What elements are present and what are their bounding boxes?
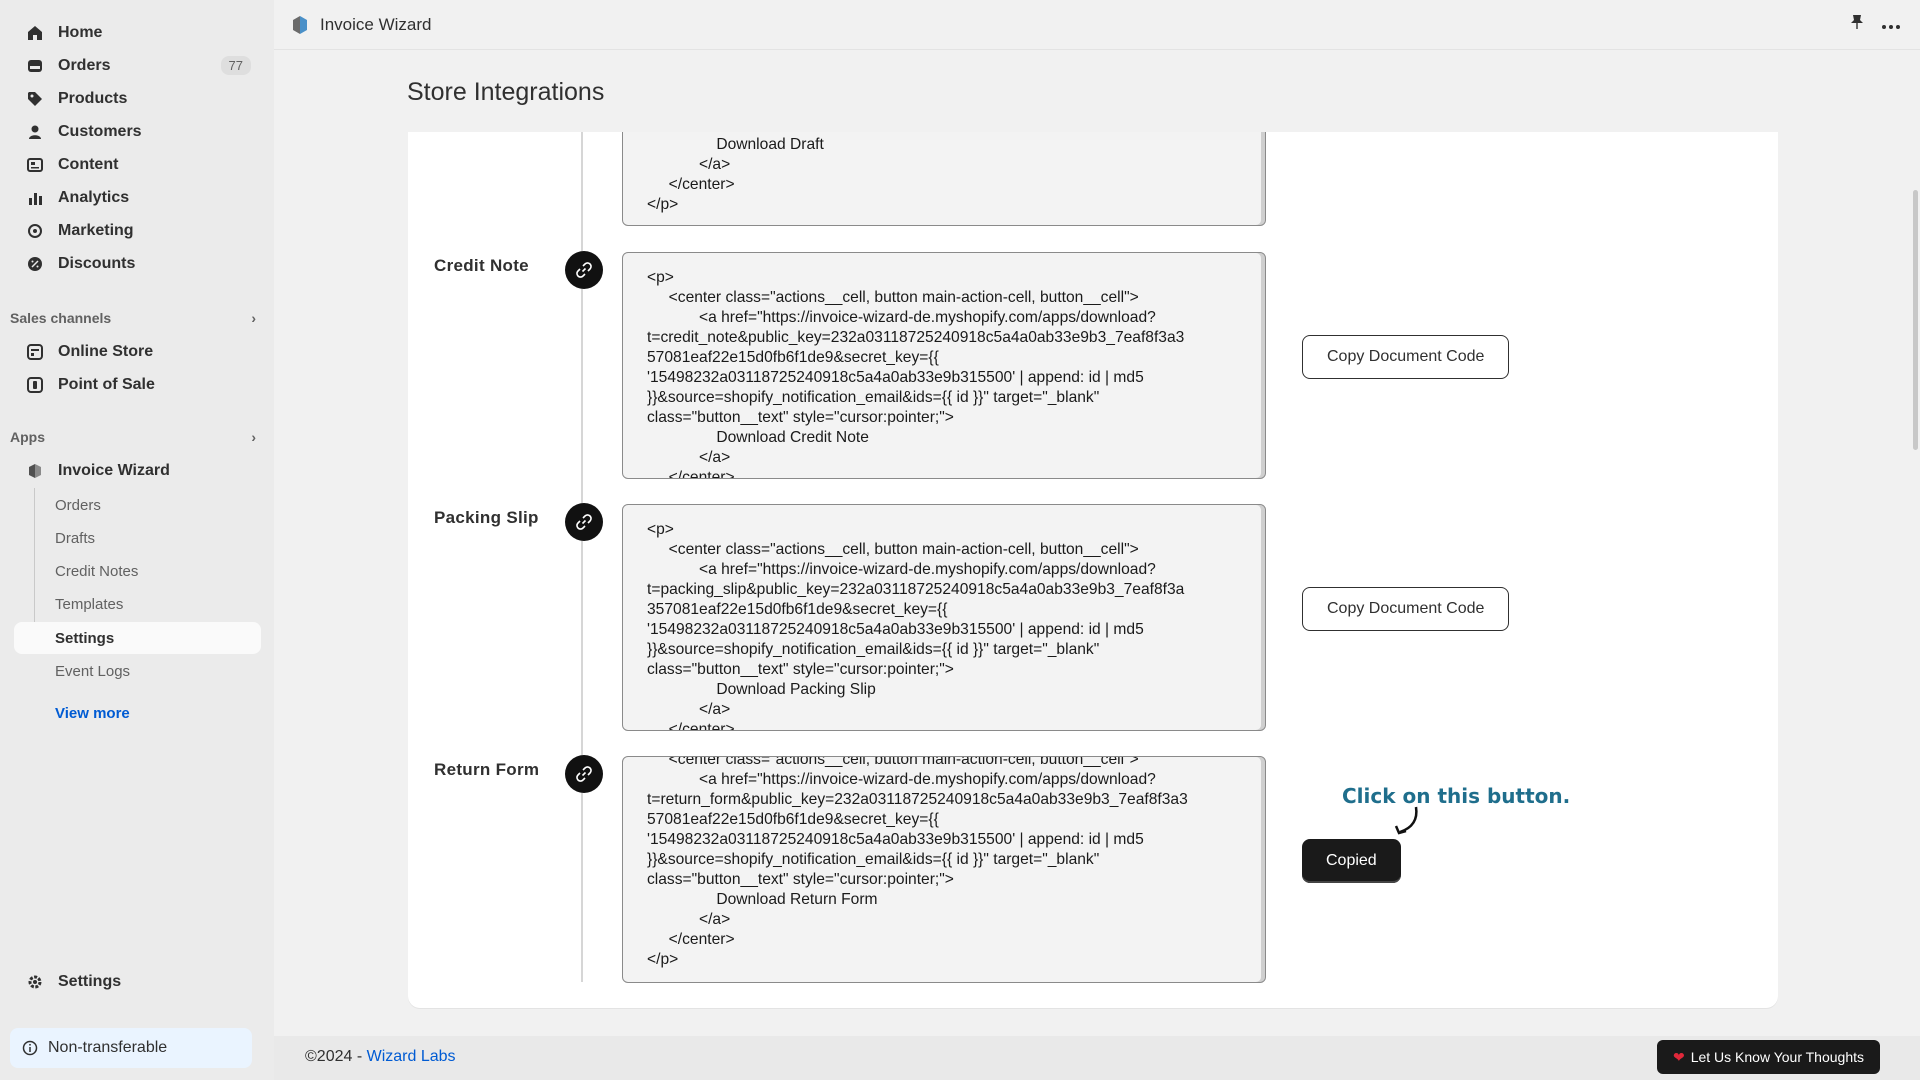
packing-slip-code-text: <p> <center class="actions__cell, button… — [647, 521, 1185, 731]
credit-note-code-box[interactable]: <p> <center class="actions__cell, button… — [622, 252, 1266, 479]
nav-item-content[interactable]: Content — [14, 149, 261, 181]
chevron-right-icon: › — [251, 429, 256, 445]
nav-item-discounts[interactable]: Discounts — [14, 248, 261, 280]
view-more-link[interactable]: View more — [55, 705, 130, 722]
sub-item-event-logs[interactable]: Event Logs — [55, 662, 131, 680]
nav-item-analytics[interactable]: Analytics — [14, 182, 261, 214]
orders-icon — [26, 57, 44, 75]
heart-icon: ❤ — [1672, 1048, 1685, 1065]
copy-packing-slip-code-button[interactable]: Copy Document Code — [1302, 587, 1510, 631]
return-form-label: Return Form — [434, 760, 540, 779]
link-icon[interactable] — [565, 251, 603, 289]
feedback-label: Let Us Know Your Thoughts — [1690, 1049, 1864, 1065]
copyright-prefix: ©2024 - — [305, 1048, 367, 1065]
timeline-line — [581, 132, 583, 982]
sidebar: Home Orders 77 Products Customers Conten… — [0, 0, 274, 1080]
section-title: Apps — [10, 429, 45, 445]
pos-icon — [26, 376, 44, 394]
chevron-right-icon: › — [251, 310, 256, 326]
nav-item-products[interactable]: Products — [14, 83, 261, 115]
integrations-card: Download Draft </a> </center> </p> Credi… — [408, 132, 1778, 1008]
credit-note-label: Credit Note — [434, 256, 529, 275]
packing-slip-code-box[interactable]: <p> <center class="actions__cell, button… — [622, 504, 1266, 731]
top-bar: Invoice Wizard — [274, 0, 1920, 50]
page-scrollbar[interactable] — [1913, 190, 1918, 450]
nav-item-marketing[interactable]: Marketing — [14, 215, 261, 247]
sub-item-credit-notes[interactable]: Credit Notes — [55, 562, 139, 580]
sub-item-orders[interactable]: Orders — [55, 496, 101, 514]
invoice-wizard-app-icon — [26, 462, 44, 480]
info-icon — [22, 1040, 38, 1056]
footer: ©2024 - Wizard Labs ❤ Let Us Know Your T… — [274, 1036, 1920, 1080]
nav-item-online-store[interactable]: Online Store — [14, 336, 261, 368]
invoice-wizard-logo-icon — [290, 15, 310, 35]
company-link[interactable]: Wizard Labs — [366, 1048, 456, 1065]
copy-credit-note-code-button[interactable]: Copy Document Code — [1302, 335, 1510, 379]
home-icon — [26, 24, 44, 42]
sub-item-settings[interactable]: Settings — [14, 622, 261, 654]
top-actions — [1850, 14, 1900, 35]
feedback-button[interactable]: ❤ Let Us Know Your Thoughts — [1656, 1040, 1880, 1074]
non-transferable-label: Non-transferable — [48, 1039, 168, 1056]
nav-item-label: Settings — [58, 973, 122, 990]
discount-icon — [26, 255, 44, 273]
nav-item-label: Orders — [58, 57, 111, 74]
draft-code-box[interactable]: Download Draft </a> </center> </p> — [622, 132, 1266, 226]
person-icon — [26, 123, 44, 141]
nav-item-label: Content — [58, 156, 119, 173]
nav-item-label: Online Store — [58, 343, 154, 360]
target-icon — [26, 222, 44, 240]
nav-item-invoice-wizard[interactable]: Invoice Wizard — [14, 455, 261, 487]
copied-return-form-button[interactable]: Copied — [1302, 839, 1401, 883]
curved-arrow-icon — [1394, 806, 1418, 835]
nav-item-orders[interactable]: Orders 77 — [14, 50, 261, 82]
nav-item-label: Point of Sale — [58, 376, 155, 393]
section-title: Sales channels — [10, 310, 112, 326]
nav-item-settings[interactable]: Settings — [14, 966, 261, 998]
packing-slip-label: Packing Slip — [434, 508, 539, 527]
orders-count-badge: 77 — [220, 56, 251, 75]
nav-item-label: Home — [58, 24, 103, 41]
return-form-code-box[interactable]: <center class="actions__cell, button mai… — [622, 756, 1266, 983]
more-options-icon[interactable] — [1882, 16, 1900, 34]
link-icon[interactable] — [565, 503, 603, 541]
nav-item-label: Analytics — [58, 189, 130, 206]
apps-header[interactable]: Apps › — [10, 429, 256, 445]
non-transferable-banner[interactable]: Non-transferable — [10, 1028, 252, 1068]
nav-item-label: Discounts — [58, 255, 136, 272]
content-icon — [26, 156, 44, 174]
click-hint-annotation: Click on this button. — [1342, 784, 1571, 808]
pin-icon[interactable] — [1850, 14, 1864, 35]
tag-icon — [26, 90, 44, 108]
nav-item-home[interactable]: Home — [14, 17, 261, 49]
nav-item-label: Marketing — [58, 222, 134, 239]
nav-item-label: Invoice Wizard — [58, 462, 170, 479]
sub-item-templates[interactable]: Templates — [55, 595, 124, 613]
tree-line — [34, 488, 35, 640]
store-icon — [26, 343, 44, 361]
bar-chart-icon — [26, 189, 44, 207]
sales-channels-header[interactable]: Sales channels › — [10, 310, 256, 326]
link-icon[interactable] — [565, 755, 603, 793]
credit-note-code-text: <p> <center class="actions__cell, button… — [647, 269, 1185, 479]
copyright: ©2024 - Wizard Labs — [305, 1048, 456, 1066]
nav-item-label: Customers — [58, 123, 142, 140]
nav-item-customers[interactable]: Customers — [14, 116, 261, 148]
app-title: Invoice Wizard — [320, 14, 432, 34]
sub-item-drafts[interactable]: Drafts — [55, 529, 96, 547]
gear-icon — [26, 973, 44, 991]
nav-item-label: Products — [58, 90, 128, 107]
draft-code-text: Download Draft </a> </center> </p> — [647, 136, 824, 213]
page-title: Store Integrations — [407, 78, 605, 106]
return-form-code-text: <center class="actions__cell, button mai… — [647, 756, 1188, 968]
nav-item-point-of-sale[interactable]: Point of Sale — [14, 369, 261, 401]
